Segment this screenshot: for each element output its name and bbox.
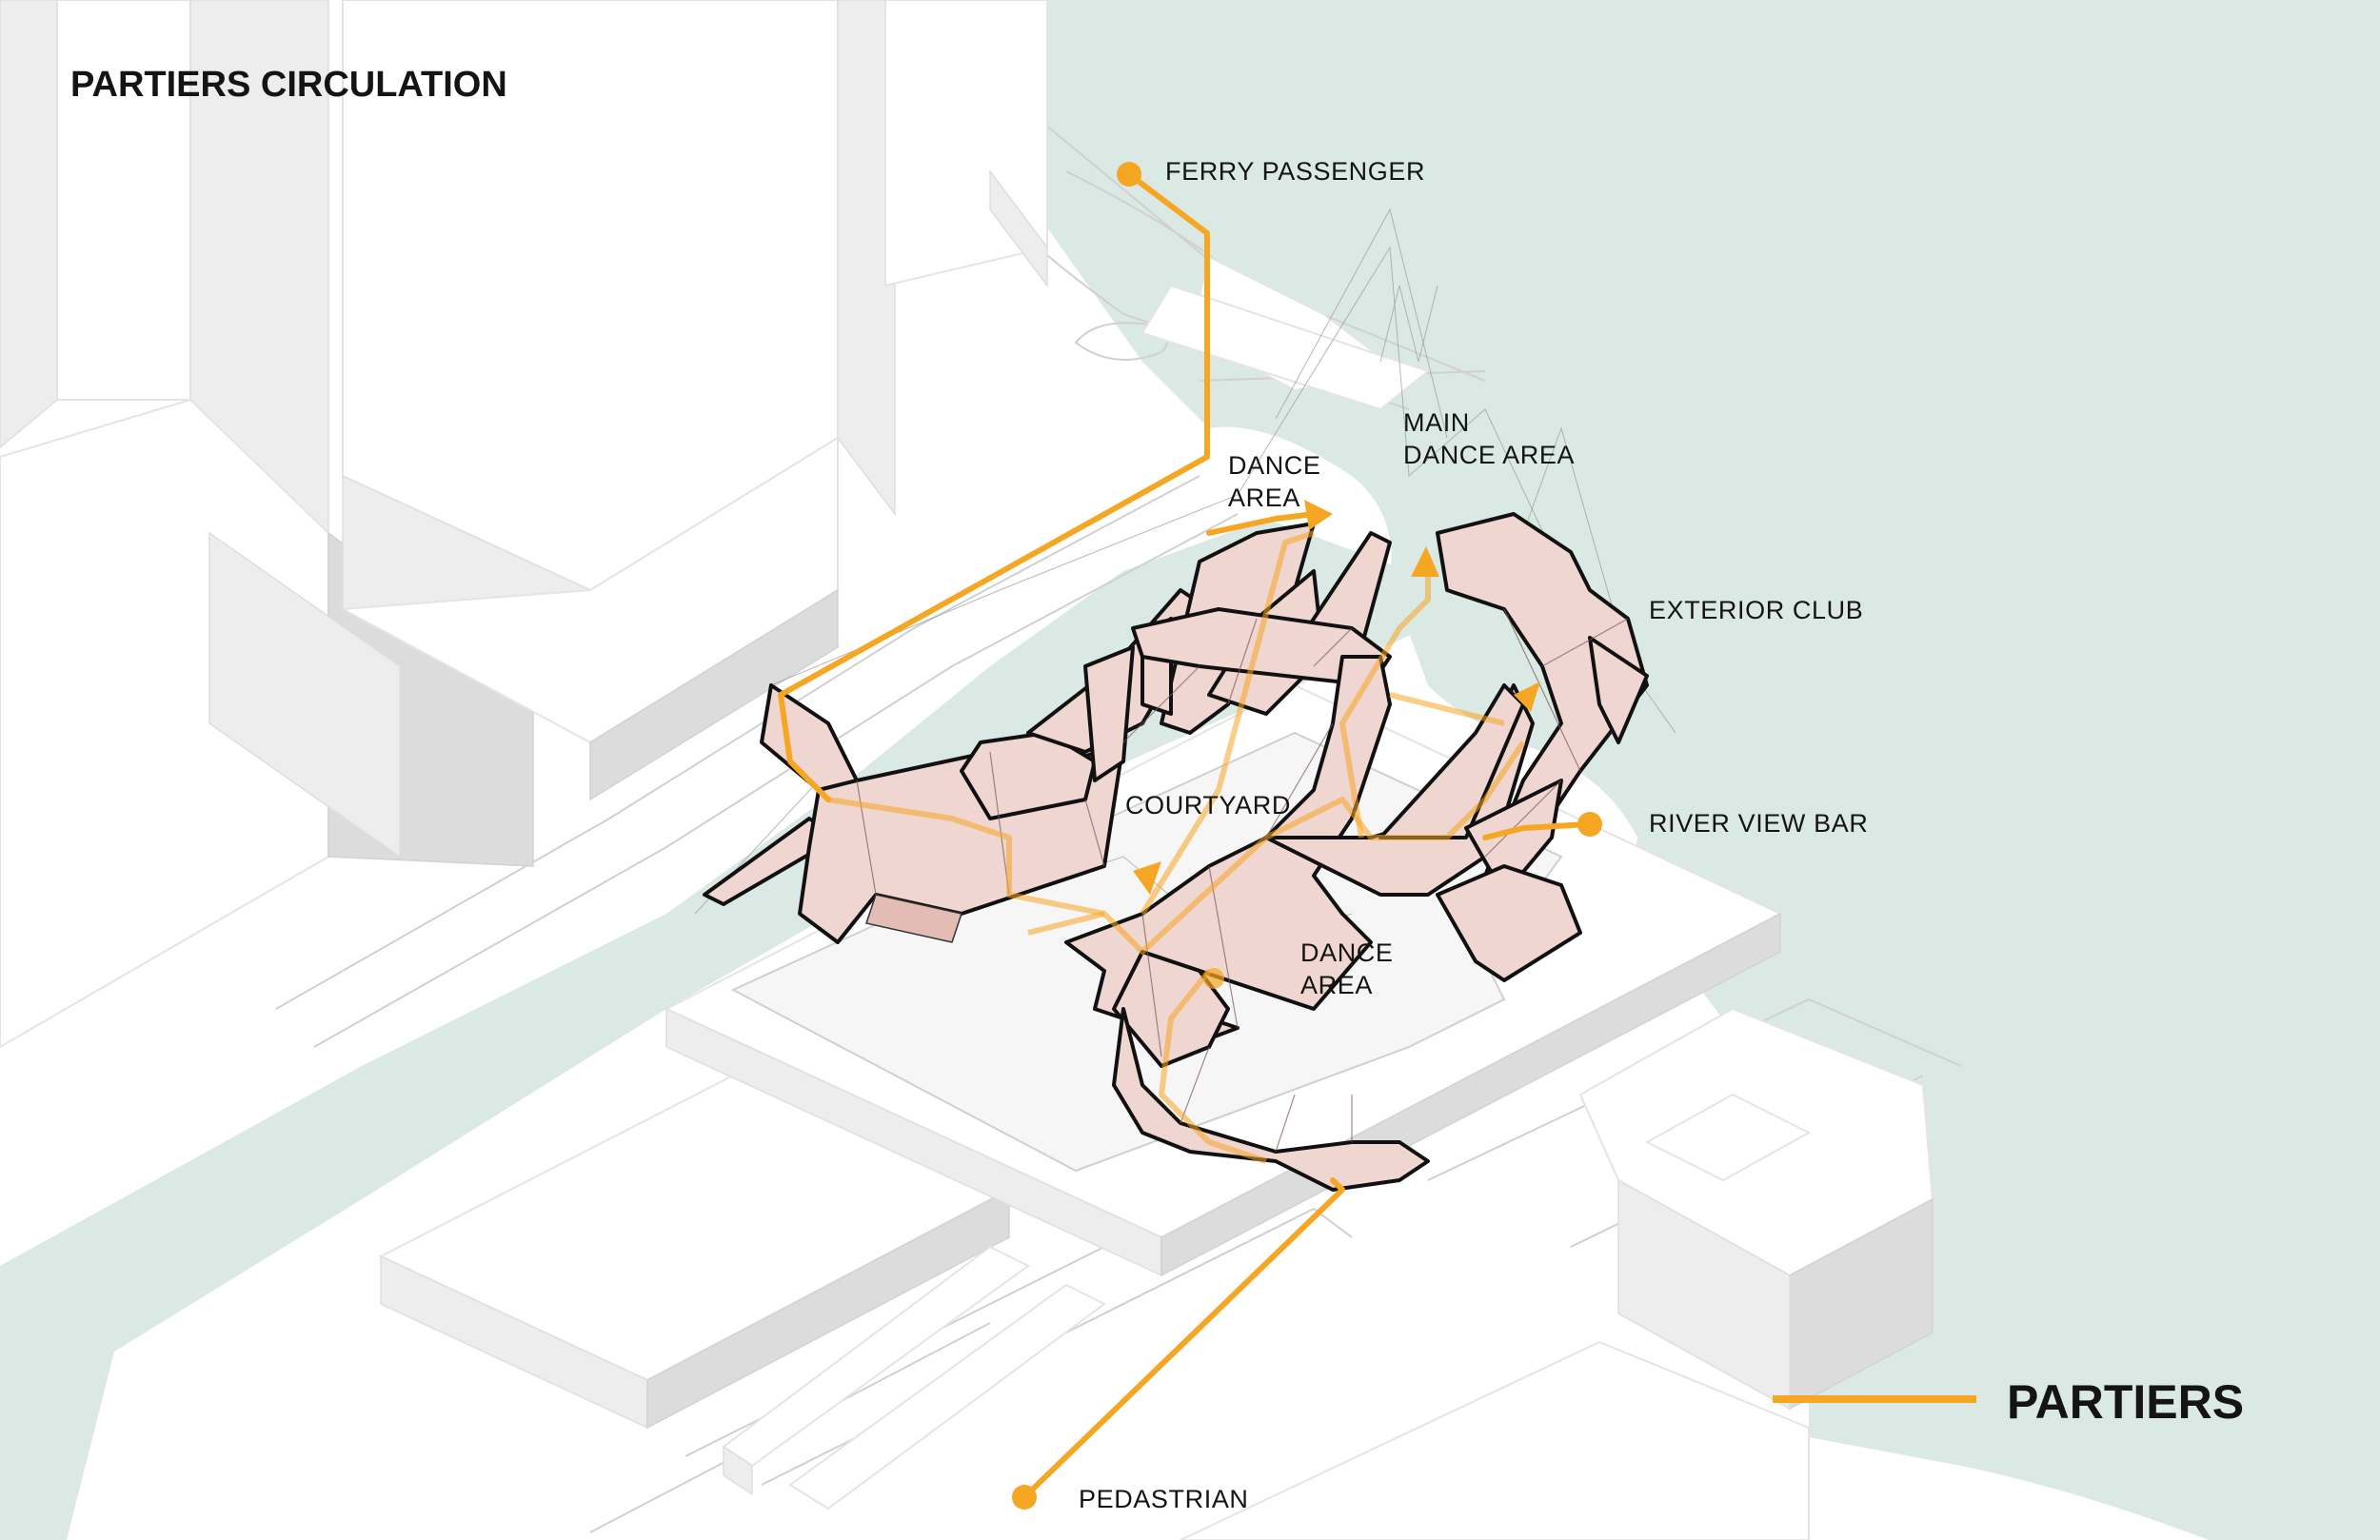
label-dance-area-low-line1: DANCE: [1300, 938, 1394, 967]
page-title: PARTIERS CIRCULATION: [70, 65, 507, 105]
label-courtyard: COURTYARD: [1125, 791, 1291, 819]
south-block: [1180, 1342, 1809, 1540]
label-ferry-passenger: FERRY PASSENGER: [1165, 157, 1425, 186]
label-main-dance-line2: DANCE AREA: [1403, 441, 1575, 469]
legend-label: PARTIERS: [2007, 1375, 2244, 1429]
riverside-building: [1580, 1009, 1933, 1409]
dance-area-dot: [1203, 968, 1224, 989]
label-dance-area-top-line2: AREA: [1228, 484, 1300, 512]
label-river-view-bar: RIVER VIEW BAR: [1649, 809, 1868, 838]
bar-endpoint-dot: [1577, 812, 1602, 837]
label-main-dance-line1: MAIN: [1403, 408, 1470, 437]
label-exterior-club: EXTERIOR CLUB: [1649, 596, 1863, 624]
pedestrian-endpoint-dot: [1012, 1485, 1037, 1510]
label-dance-area-low-line2: AREA: [1300, 971, 1373, 999]
label-pedestrian: PEDASTRIAN: [1079, 1485, 1249, 1513]
ferry-endpoint-dot: [1117, 162, 1141, 187]
arrow-head: [1304, 500, 1333, 530]
label-dance-area-top-line1: DANCE: [1228, 451, 1321, 480]
